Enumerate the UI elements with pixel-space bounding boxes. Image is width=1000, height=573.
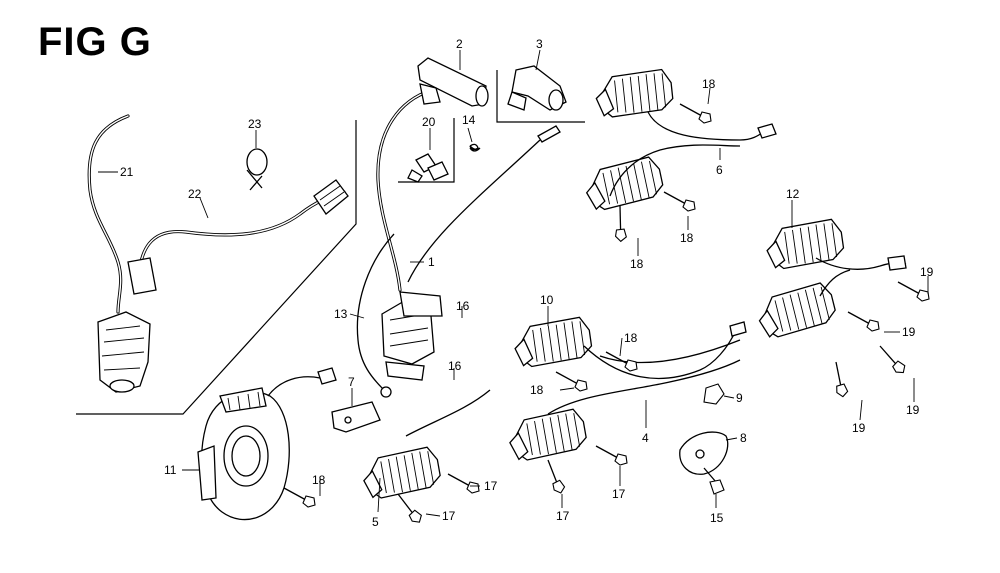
- callout-8: 8: [740, 431, 747, 445]
- callout-5: 5: [372, 515, 379, 529]
- bolt-17-d: [389, 493, 427, 525]
- ignition-coil-1: [376, 88, 443, 381]
- callout-17-d: 17: [556, 509, 570, 523]
- exciter-coil-12-lower: [753, 280, 839, 341]
- exciter-coil-4: [505, 407, 589, 464]
- bolt-19-b: [847, 311, 880, 332]
- callout-18-e: 18: [530, 383, 544, 397]
- callout-18-c: 18: [630, 257, 644, 271]
- leader-lines: [98, 49, 929, 517]
- bolt-17-b: [535, 459, 573, 496]
- nut-9: [703, 383, 725, 405]
- callout-23: 23: [248, 117, 262, 131]
- callout-19-d: 19: [852, 421, 866, 435]
- callout-16-a: 16: [456, 299, 470, 313]
- coil-10-wire: [583, 329, 737, 380]
- spark-plug-cap-3: [507, 65, 567, 111]
- bolt-19-d: [820, 361, 857, 399]
- bolt-17-c: [447, 473, 480, 494]
- callout-19-c: 19: [906, 403, 920, 417]
- callout-17-c: 17: [612, 487, 626, 501]
- callout-2: 2: [456, 37, 463, 51]
- exciter-coil-6-lower: [581, 154, 666, 213]
- callout-15: 15: [710, 511, 724, 525]
- exciter-coil-5: [359, 445, 443, 502]
- callout-13: 13: [334, 307, 348, 321]
- callout-17-b: 17: [442, 509, 456, 523]
- bolt-15: [703, 467, 725, 495]
- bolt-18-c: [602, 205, 637, 243]
- callout-18-d: 18: [624, 331, 638, 345]
- callout-9: 9: [736, 391, 743, 405]
- cap-section-divider: [496, 70, 585, 123]
- exciter-coil-12-upper: [763, 217, 846, 272]
- callout-12: 12: [786, 187, 800, 201]
- exciter-coil-6-upper: [593, 68, 675, 120]
- bolt-17-a: [595, 445, 628, 466]
- callout-18-a: 18: [702, 77, 716, 91]
- callout-18-f: 18: [312, 473, 326, 487]
- bracket-7: [331, 401, 381, 433]
- ground-wire-13: [356, 233, 395, 398]
- bolt-18-a: [679, 103, 712, 124]
- spring-14: [469, 143, 481, 152]
- callout-11: 11: [164, 463, 177, 477]
- exciter-coil-10: [511, 315, 594, 370]
- coil-12-terminal: [887, 255, 907, 271]
- stator-11: [197, 367, 337, 521]
- bolt-18-b: [663, 191, 696, 212]
- callout-22: 22: [188, 187, 202, 201]
- bolt-19-c: [872, 345, 910, 376]
- wire-harness-22: [127, 179, 349, 295]
- callout-14: 14: [462, 113, 476, 127]
- bolt-18-f: [283, 487, 316, 508]
- plate-8: [679, 431, 729, 475]
- callout-7: 7: [348, 375, 355, 389]
- coil-6-terminal: [757, 123, 777, 139]
- coil-4-wire: [547, 359, 741, 415]
- figure-title: FIG G: [38, 20, 152, 64]
- bolt-19-a: [897, 281, 930, 302]
- coil-5-wire: [405, 389, 491, 437]
- left-section-divider: [76, 120, 357, 415]
- callout-19-a: 19: [920, 265, 934, 279]
- hardware-20: [407, 153, 449, 183]
- callout-17-a: 17: [484, 479, 498, 493]
- callout-19-b: 19: [902, 325, 916, 339]
- spark-plug-cap-2: [417, 57, 489, 107]
- callout-20: 20: [422, 115, 436, 129]
- callout-10: 10: [540, 293, 554, 307]
- primary-wire-1: [407, 125, 561, 283]
- clip-23: [246, 148, 268, 191]
- callout-6: 6: [716, 163, 723, 177]
- callout-3: 3: [536, 37, 543, 51]
- callout-labels: 1 2 3 4 5 6 7 8 9 10 11 12 13 14 15 16 1…: [120, 37, 934, 529]
- callout-21: 21: [120, 165, 134, 179]
- callout-4: 4: [642, 431, 649, 445]
- callout-18-b: 18: [680, 231, 694, 245]
- callout-1: 1: [428, 255, 435, 269]
- ignition-coil-assembly-21: [87, 114, 151, 393]
- callout-16-b: 16: [448, 359, 462, 373]
